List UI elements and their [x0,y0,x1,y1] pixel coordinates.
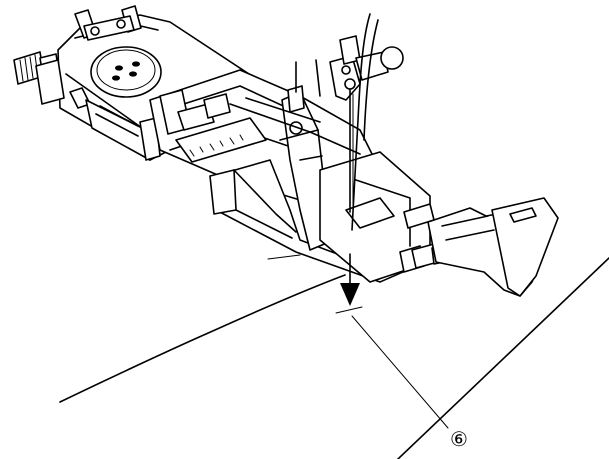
callout-leader-line [351,315,449,429]
buttonhole-mark-top [267,254,301,260]
buttonhole-mark-bottom [335,306,363,314]
button-icon [90,46,162,98]
callout-6: ⑥ [351,315,468,451]
fabric-edge-right [397,257,609,459]
buttonhole-foot [13,5,559,297]
fabric-edge-curve [59,274,346,403]
arrow-down-icon [340,253,360,306]
ruler-scale [175,117,267,163]
fabric [59,254,609,459]
needle-clamp [295,35,404,101]
callout-number: ⑥ [450,427,468,451]
top-clip [74,5,142,41]
needle-icon [349,13,379,231]
